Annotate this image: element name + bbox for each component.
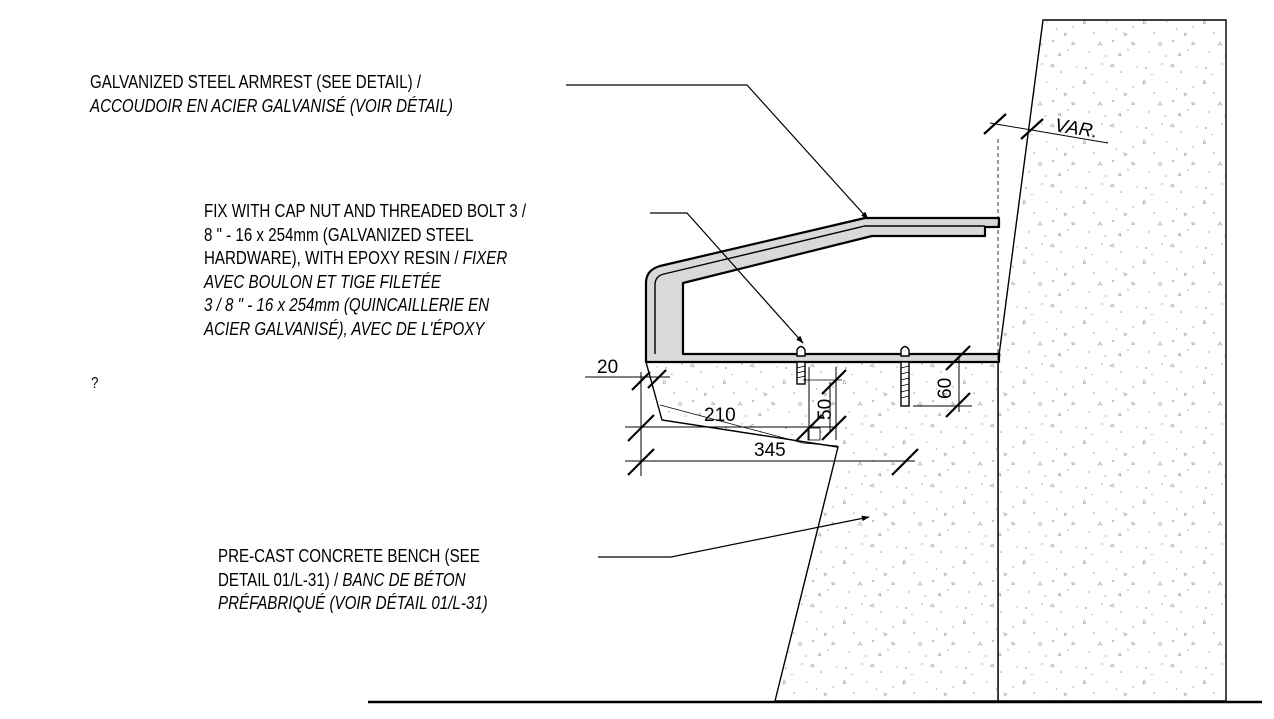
- dimension-210-345: 210 345: [625, 372, 919, 476]
- dimension-210-label: 210: [704, 405, 736, 426]
- dimension-50: 50: [803, 367, 847, 441]
- note-fix-bolt: FIX WITH CAP NUT AND THREADED BOLT 3 / 8…: [204, 200, 526, 341]
- note-bench-line2-en: DETAIL 01/L-31) /: [218, 569, 343, 590]
- bolt-embedment-line-2: [802, 442, 839, 447]
- bench-leader: [598, 515, 870, 558]
- stray-mark: ?: [91, 375, 99, 392]
- note-fix-line1: FIX WITH CAP NUT AND THREADED BOLT 3 /: [204, 201, 527, 221]
- note-fix-line3-en: HARDWARE), WITH EPOXY RESIN /: [204, 248, 463, 268]
- dimension-50-label: 50: [815, 399, 836, 420]
- note-armrest-fr: ACCOUDOIR EN ACIER GALVANISÉ (VOIR DÉTAI…: [90, 95, 453, 116]
- note-bench: PRE-CAST CONCRETE BENCH (SEE DETAIL 01/L…: [218, 545, 488, 616]
- threaded-bolt-left: [796, 345, 806, 385]
- note-fix-line2: 8 " - 16 x 254mm (GALVANIZED STEEL: [204, 224, 474, 245]
- threaded-bolt-right: [900, 345, 910, 407]
- note-fix-line3-fr: FIXER: [462, 248, 508, 268]
- bolt-embedment-line: [659, 404, 804, 444]
- armrest-leader: [566, 84, 869, 220]
- dimension-345-label: 345: [754, 440, 786, 461]
- note-armrest: GALVANIZED STEEL ARMREST (SEE DETAIL) / …: [90, 71, 453, 118]
- note-fix-line3: HARDWARE), WITH EPOXY RESIN / FIXER: [204, 247, 526, 271]
- note-bench-line2: DETAIL 01/L-31) / BANC DE BÉTON: [218, 569, 488, 593]
- note-bench-line1: PRE-CAST CONCRETE BENCH (SEE: [218, 546, 480, 566]
- note-armrest-en: GALVANIZED STEEL ARMREST (SEE DETAIL) /: [90, 72, 422, 92]
- note-fix-line5: 3 / 8 " - 16 x 254mm (QUINCAILLERIE EN: [204, 295, 490, 315]
- galvanized-steel-armrest: [644, 216, 1001, 364]
- note-fix-line6: ACIER GALVANISÉ), AVEC DE L'ÉPOXY: [204, 318, 485, 339]
- dimension-20-label: 20: [597, 357, 618, 378]
- note-bench-line3: PRÉFABRIQUÉ (VOIR DÉTAIL 01/L-31): [218, 593, 488, 613]
- dimension-20: 20: [585, 357, 670, 391]
- bolt-leader: [650, 212, 804, 344]
- note-bench-line2-fr: BANC DE BÉTON: [342, 569, 466, 590]
- note-fix-line4: AVEC BOULON ET TIGE FILETÉE: [204, 271, 441, 292]
- armrest-inner-flange: [654, 225, 985, 354]
- bracket-step: [807, 427, 821, 441]
- concrete-wall: [997, 19, 1227, 702]
- dimension-60-label: 60: [935, 378, 956, 399]
- dimension-60: 60: [913, 345, 972, 418]
